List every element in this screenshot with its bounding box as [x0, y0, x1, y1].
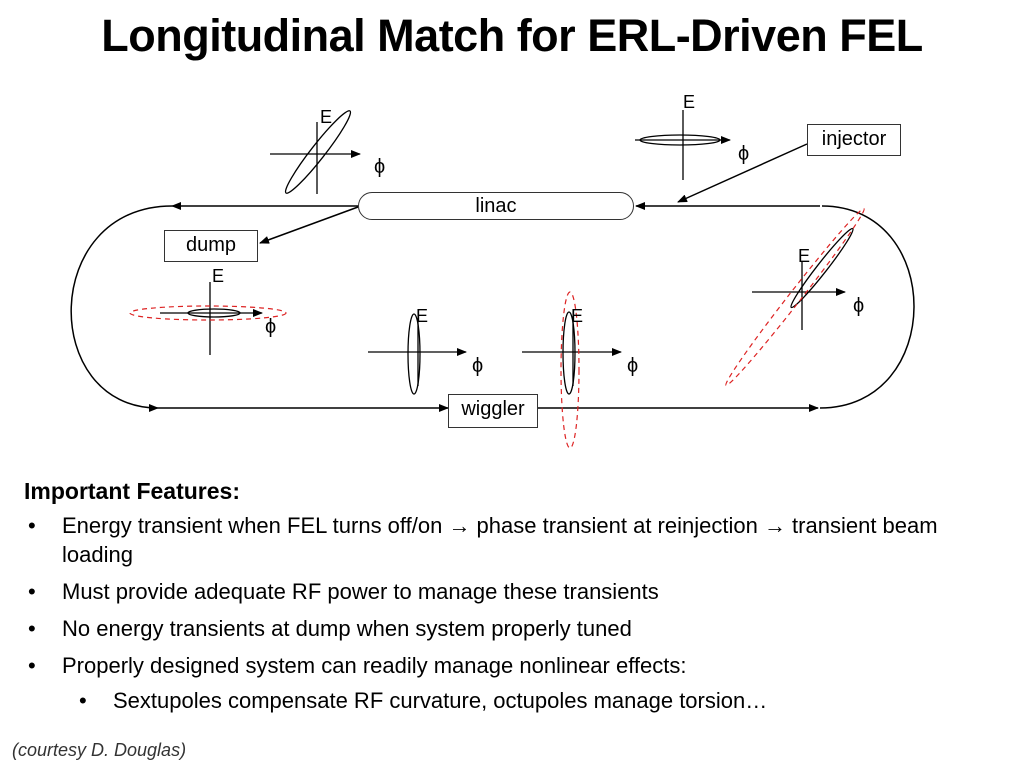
axis-e-label: E [212, 266, 224, 286]
feature-bullet: Must provide adequate RF power to manage… [24, 577, 1004, 606]
dump-label: dump [164, 230, 258, 262]
phase-space-pre-wiggler: E ϕ [368, 306, 483, 395]
feature-bullet: Energy transient when FEL turns off/on →… [24, 511, 1004, 569]
phase-space-top-left: E ϕ [270, 107, 385, 194]
credit-text: (courtesy D. Douglas) [12, 740, 187, 760]
phase-space-dump: E ϕ [129, 266, 287, 355]
axis-phi-label: ϕ [265, 316, 276, 338]
axis-e-label: E [320, 107, 332, 127]
phase-space-reinjection: E ϕ [725, 208, 865, 386]
features-list: Energy transient when FEL turns off/on →… [24, 511, 1004, 715]
phase-space-post-wiggler: E ϕ [522, 291, 638, 449]
axis-e-label: E [571, 306, 583, 326]
beamline-loop [70, 143, 915, 412]
axis-phi-label: ϕ [627, 355, 638, 377]
feature-sub-bullet: Sextupoles compensate RF curvature, octu… [24, 686, 1004, 715]
axis-phi-label: ϕ [738, 143, 749, 165]
axis-e-label: E [798, 246, 810, 266]
axis-phi-label: ϕ [472, 355, 483, 377]
phase-space-injector: E ϕ [635, 92, 749, 180]
features-section: Important Features: Energy transient whe… [24, 478, 1004, 723]
axis-e-label: E [683, 92, 695, 112]
feature-bullet: No energy transients at dump when system… [24, 614, 1004, 643]
axis-e-label: E [416, 306, 428, 326]
axis-phi-label: ϕ [374, 156, 385, 178]
injector-label: injector [807, 124, 901, 156]
injector-arrow [677, 143, 808, 203]
right-arc [819, 205, 915, 409]
features-heading: Important Features: [24, 478, 240, 504]
feature-bullet: Properly designed system can readily man… [24, 651, 1004, 680]
dump-arrow [259, 206, 359, 244]
page-title: Longitudinal Match for ERL-Driven FEL [101, 10, 923, 61]
axis-phi-label: ϕ [853, 295, 864, 317]
wiggler-label: wiggler [448, 394, 538, 428]
left-arc [70, 205, 173, 412]
erl-diagram: E ϕ E ϕ E ϕ E ϕ E ϕ [70, 92, 915, 449]
linac-label: linac [358, 192, 634, 220]
